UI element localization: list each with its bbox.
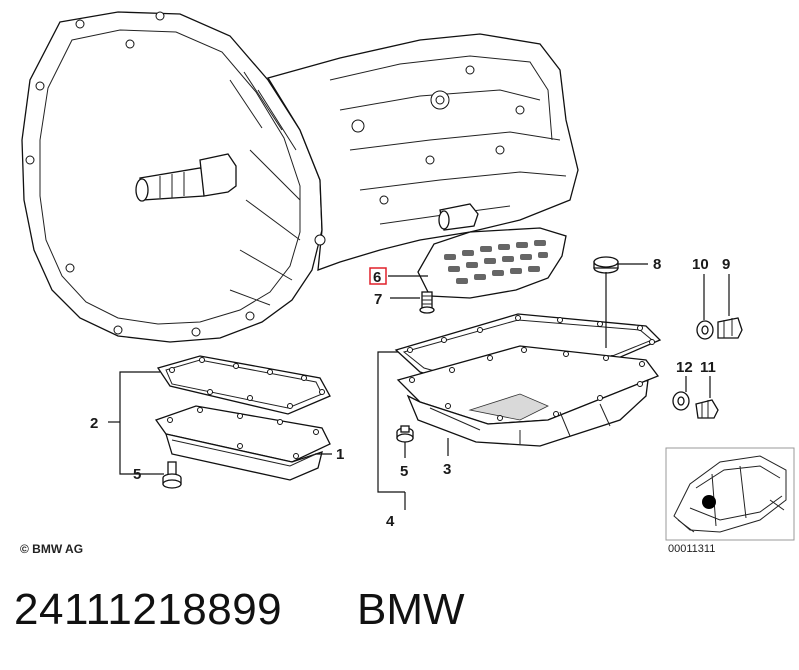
callout-10: 10	[692, 256, 709, 273]
large-oil-pan[interactable]	[396, 345, 660, 447]
small-pan-gasket[interactable]	[156, 355, 331, 415]
copyright-text: © BMW AG	[20, 542, 83, 556]
part-number: 24111218899	[14, 585, 283, 634]
drain-plug-9[interactable]	[717, 317, 743, 339]
callout-7: 7	[374, 291, 382, 308]
washer-12[interactable]	[672, 391, 690, 411]
washer-10[interactable]	[696, 320, 714, 340]
callout-1: 1	[336, 446, 344, 463]
filter-screw[interactable]	[419, 291, 435, 314]
transmission-housing	[21, 11, 579, 343]
callout-9: 9	[722, 256, 730, 273]
callout-2: 2	[90, 415, 98, 432]
callout-11: 11	[700, 359, 716, 376]
callout-3: 3	[443, 461, 451, 478]
callout-5-left: 5	[133, 466, 141, 483]
callout-4: 4	[386, 513, 395, 530]
vehicle-locator	[665, 447, 795, 541]
drain-plug-11[interactable]	[695, 399, 719, 419]
callout-6: 6	[373, 269, 381, 286]
brand-name: BMW	[357, 585, 465, 634]
pan-screw-middle[interactable]	[396, 425, 414, 443]
callout-5-middle: 5	[400, 463, 408, 480]
plug-part[interactable]	[593, 256, 619, 274]
callout-12: 12	[676, 359, 693, 376]
leader-lines	[108, 263, 730, 510]
small-oil-pan[interactable]	[154, 405, 331, 481]
callout-8: 8	[653, 256, 661, 273]
pan-screw-left[interactable]	[162, 461, 182, 489]
diagram-id: 00011311	[668, 543, 715, 555]
callout-6-highlight-box	[369, 267, 387, 285]
filter-part[interactable]	[417, 227, 567, 299]
locator-dot	[702, 495, 716, 509]
